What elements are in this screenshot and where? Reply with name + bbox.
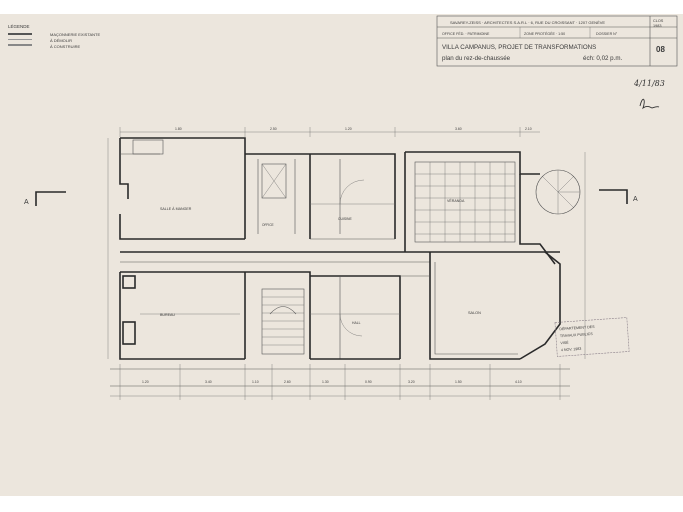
dim-bottom-4: 2.60 [284,380,291,384]
drawing-sheet: LÉGENDE MAÇONNERIE EXISTANTE À DÉMOLIR À… [0,14,683,496]
stamp-line-2: TRAVAUX PUBLICS [560,332,594,338]
dim-bottom-6: 0.90 [365,380,372,384]
room-label-5: BUREAU [160,313,175,317]
project-title: VILLA CAMPANUS, PROJET DE TRANSFORMATION… [442,44,596,51]
dim-top-5: 2.10 [525,127,532,131]
fireplace-top [132,139,164,155]
title-row2-mid: ZONE PROTÉGÉE · 1:50 [524,31,565,36]
handwritten-date: 4/11/83 [633,79,665,88]
legend-heading: LÉGENDE [8,23,30,29]
plan-subtitle: plan du rez-de-chaussée [442,55,511,62]
dim-bottom-9: 4.10 [515,380,522,384]
title-block-frame [436,15,678,67]
pillar-1 [122,275,136,289]
pillar-2 [122,321,136,345]
title-row2-right: DOSSIER N° [596,32,618,36]
corner-bottom: 1983 [653,24,661,28]
plan-scale: éch: 0,02 p.m. [583,55,622,62]
legend-swatch-demolish [8,39,32,40]
room-label-1: SALLE À MANGER [160,207,192,211]
title-block: SAVAREY-ZEISS · ARCHITECTES S.A.R.L · 6,… [436,15,678,67]
dim-bottom-1: 1.20 [142,380,149,384]
dim-top-4: 3.60 [455,127,462,131]
dim-bottom-2: 3.40 [205,380,212,384]
dim-bottom-3: 1.10 [252,380,259,384]
stamp-line-3: VISÉ [560,340,569,346]
legend-swatch-new [8,44,32,46]
corner-top: CLOS [653,19,664,23]
dim-bottom-5: 1.30 [322,380,329,384]
dim-bottom-7: 3.20 [408,380,415,384]
dim-bottom-8: 1.50 [455,380,462,384]
signature-icon [639,98,660,110]
stair-well [261,163,287,199]
section-marker-left: A [24,191,66,206]
main-staircase [261,288,305,355]
floor-plan: SALLE À MANGER OFFICE CUISINE VÉRANDA BU… [107,127,586,400]
legend: LÉGENDE MAÇONNERIE EXISTANTE À DÉMOLIR À… [8,23,100,49]
room-label-3: CUISINE [338,217,352,221]
title-row1: SAVAREY-ZEISS · ARCHITECTES S.A.R.L · 6,… [450,20,605,25]
room-label-4: VÉRANDA [447,198,465,203]
section-label-right: A [633,196,638,203]
legend-item-1: MAÇONNERIE EXISTANTE [50,32,100,37]
dim-top-3: 1.20 [345,127,352,131]
legend-item-2: À DÉMOLIR [50,38,72,43]
legend-item-3: À CONSTRUIRE [50,44,81,49]
floor-plan-drawing: LÉGENDE MAÇONNERIE EXISTANTE À DÉMOLIR À… [8,15,678,400]
stamp-line-4: 4 NOV. 1983 [561,347,582,352]
room-label-2: OFFICE [262,223,274,227]
title-row2-left: OFFICE FÉD. · PATRIMOINE [442,31,490,36]
veranda-grid [414,161,516,243]
sheet-number: 08 [656,45,665,54]
dim-top-1: 1.80 [175,127,182,131]
dim-top-2: 2.50 [270,127,277,131]
legend-swatch-existing [8,33,32,35]
room-label-6: HALL [352,321,361,325]
stamp-line-1: DÉPARTEMENT DES [559,324,595,331]
section-marker-right: A [599,189,638,204]
section-label-left: A [24,199,29,206]
room-label-7: SALON [468,311,481,315]
approval-stamp: DÉPARTEMENT DES TRAVAUX PUBLICS VISÉ 4 N… [554,317,630,357]
